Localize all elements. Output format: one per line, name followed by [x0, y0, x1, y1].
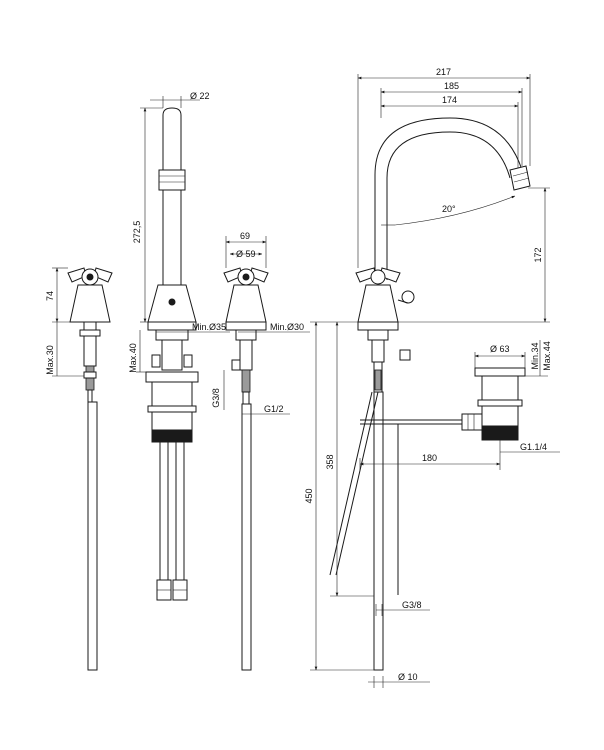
dimension-labels: Ø 22 272,5 74 Max.30 Max.40 Min.Ø35 Min.…: [45, 67, 552, 682]
label-handle-height: 74: [45, 291, 55, 301]
spout-aerator: [509, 165, 531, 191]
spout-outer-curve: [374, 117, 523, 280]
side-supply-hose: [373, 391, 384, 671]
spout-ring: [158, 169, 186, 191]
label-max-40: Max.40: [128, 343, 138, 373]
left-handle-cap: [86, 273, 94, 281]
left-supply-hose: [87, 401, 98, 671]
label-g38-left: G3/8: [211, 388, 221, 408]
pull-rod: [329, 391, 373, 576]
side-valve-bell: [357, 284, 399, 323]
label-min-30: Min.Ø30: [270, 322, 304, 332]
middle-supply-hose: [241, 403, 252, 671]
spout-tube: [162, 189, 182, 286]
label-172: 172: [533, 247, 543, 262]
label-180: 180: [422, 453, 437, 463]
drain-flange: [474, 367, 526, 377]
label-g12: G1/2: [264, 404, 284, 414]
side-drain: [461, 367, 526, 441]
label-174: 174: [442, 95, 457, 105]
label-spout-height: 272,5: [132, 221, 142, 244]
label-g38-right: G3/8: [402, 600, 422, 610]
label-max-30: Max.30: [45, 345, 55, 375]
label-185: 185: [444, 81, 459, 91]
label-diameter-10: Ø 10: [398, 672, 418, 682]
label-g114: G1.1/4: [520, 442, 547, 452]
label-drain-63: Ø 63: [490, 344, 510, 354]
side-view-faucet: [329, 117, 531, 671]
left-valve: [67, 267, 113, 671]
label-217: 217: [436, 67, 451, 77]
spout-assembly: [145, 107, 199, 601]
label-max-44: Max.44: [542, 341, 552, 371]
spout-tube-top: [162, 107, 182, 171]
label-width-69: 69: [240, 231, 250, 241]
label-min-35: Min.Ø35: [192, 322, 226, 332]
middle-valve: [223, 267, 269, 671]
label-min-34: Min.34: [530, 342, 540, 369]
dimension-lines: [52, 74, 560, 688]
waste-thread: [151, 429, 193, 443]
label-angle-20: 20°: [442, 204, 456, 214]
label-spout-diameter: Ø 22: [190, 91, 210, 101]
waste-flange: [145, 371, 199, 383]
label-diameter-59: Ø 59: [236, 249, 256, 259]
pop-up-knob: [401, 290, 415, 304]
label-450: 450: [304, 488, 314, 503]
left-valve-bell: [69, 284, 111, 323]
label-358: 358: [325, 454, 335, 469]
middle-valve-bell: [225, 284, 267, 323]
